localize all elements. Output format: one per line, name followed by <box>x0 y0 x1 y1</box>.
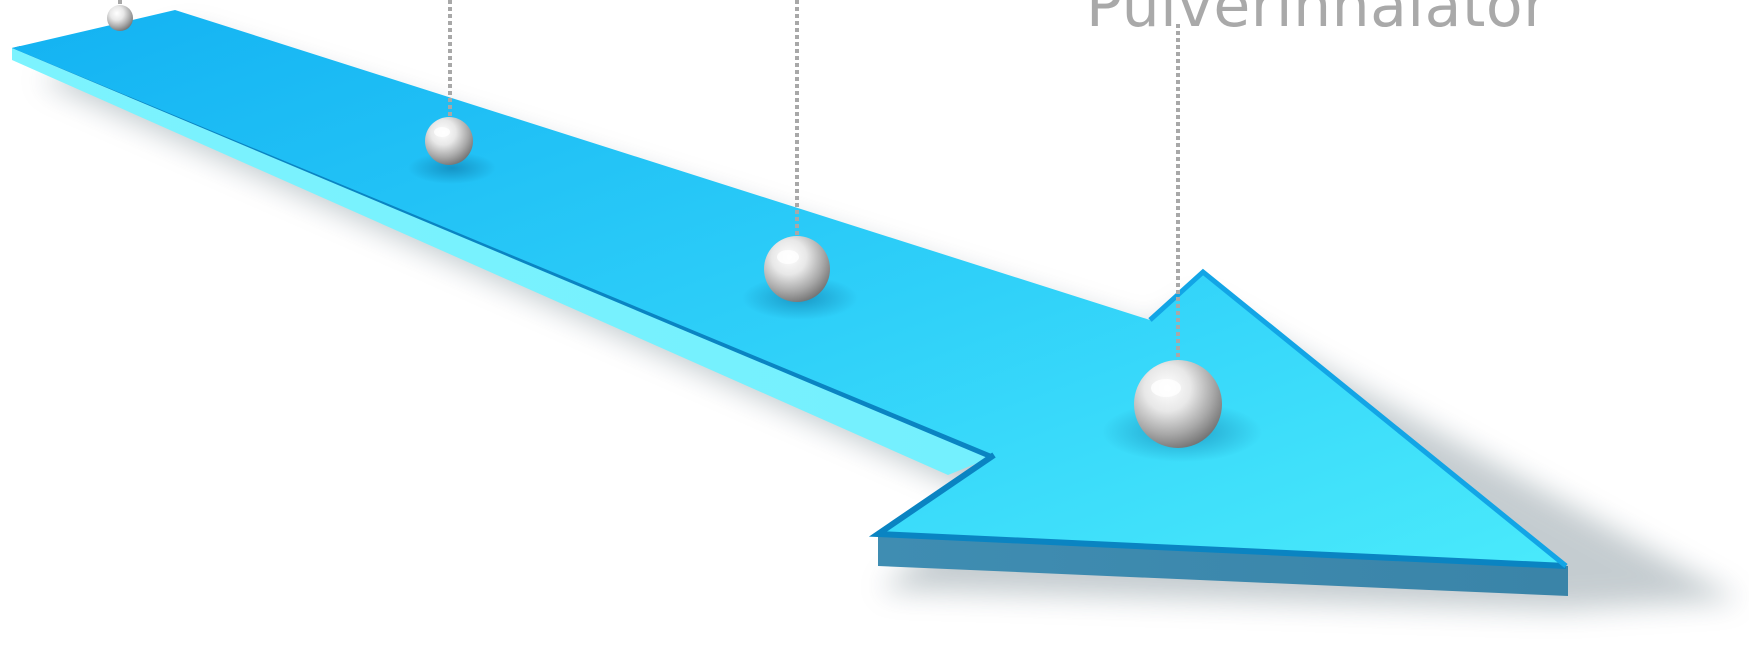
arrow-shaft-side <box>12 48 990 475</box>
milestone-bead-icon <box>425 117 473 165</box>
milestone-bead-icon <box>1134 360 1222 448</box>
bead-shadow-2 <box>408 152 496 184</box>
milestone-bead-icon <box>764 236 830 302</box>
milestone-label-4: Pulverinhalator <box>1086 0 1549 41</box>
arrow-head-side <box>878 536 1568 596</box>
arrow-head-edge <box>868 452 1567 569</box>
milestone-bead-icon <box>107 5 133 31</box>
arrow-head-upper-edge <box>1148 268 1568 568</box>
